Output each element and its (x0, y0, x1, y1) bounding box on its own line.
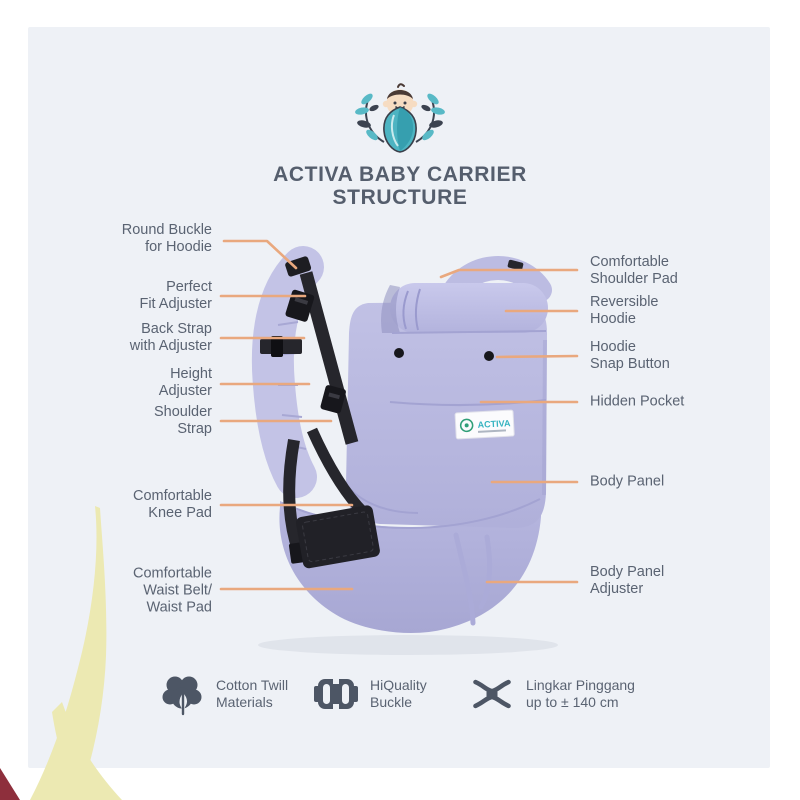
page-title-line1: ACTIVA BABY CARRIER (273, 163, 527, 186)
brand-tag: ACTIVA (454, 409, 515, 440)
cotton-icon (160, 672, 204, 716)
chest-strap (299, 271, 359, 445)
page-title: ACTIVA BABY CARRIER STRUCTURE (29, 163, 771, 209)
waist-seam (281, 498, 541, 529)
feature-waist-extender: Lingkar Pinggang up to ± 140 cm (470, 670, 635, 718)
feature-buckle-text: HiQuality Buckle (370, 677, 427, 710)
hoodie-roll (390, 283, 548, 333)
waist-extender-icon (470, 672, 514, 716)
label-comfortable-waist-belt: Comfortable Waist Belt/ Waist Pad (133, 565, 212, 616)
hanging-strap (283, 438, 304, 552)
label-shoulder-strap: Shoulder Strap (153, 404, 212, 437)
hoodie-snap-button-right (484, 351, 494, 361)
adjuster-cord-1 (453, 532, 476, 626)
velcro-patch (295, 505, 380, 569)
brand-tag-text: ACTIVA (477, 418, 511, 430)
label-perfect-fit-adjuster: Perfect Fit Adjuster (139, 279, 212, 312)
label-hoodie-snap-button: Hoodie Snap Button (590, 339, 670, 372)
baby-figure (382, 83, 418, 153)
hoodie-snap-button-left (394, 348, 404, 358)
maroon-blob (0, 768, 20, 800)
feature-cotton: Cotton Twill Materials (160, 670, 288, 718)
feature-cotton-text: Cotton Twill Materials (216, 677, 289, 710)
baby-swaddle-laurel-logo (355, 83, 445, 153)
feature-waist-extender-text: Lingkar Pinggang up to ± 140 cm (526, 677, 635, 710)
label-reversible-hoodie: Reversible Hoodie (590, 294, 659, 327)
label-height-adjuster: Height Adjuster (158, 366, 212, 399)
ladder-lock-buckle (320, 385, 346, 414)
body-panel (346, 301, 547, 528)
feature-buckle: HiQuality Buckle (314, 670, 427, 718)
adjuster-cord-2 (478, 534, 493, 610)
baby-carrier-illustration: ACTIVA (251, 246, 558, 655)
buckle-icon (314, 672, 358, 716)
label-body-panel: Body Panel (590, 473, 665, 490)
label-hidden-pocket: Hidden Pocket (590, 393, 685, 410)
label-back-strap-with-adjuster: Back Strap with Adjuster (129, 321, 212, 354)
laurel-right (415, 93, 445, 143)
label-comfortable-knee-pad: Comfortable Knee Pad (133, 488, 212, 521)
laurel-left (355, 93, 385, 143)
label-comfortable-shoulder-pad: Comfortable Shoulder Pad (590, 254, 678, 287)
carrier-shadow (258, 635, 558, 655)
page-title-line2: STRUCTURE (332, 186, 468, 209)
label-body-panel-adjuster: Body Panel Adjuster (590, 564, 665, 597)
label-round-buckle-for-hoodie: Round Buckle for Hoodie (121, 222, 212, 255)
